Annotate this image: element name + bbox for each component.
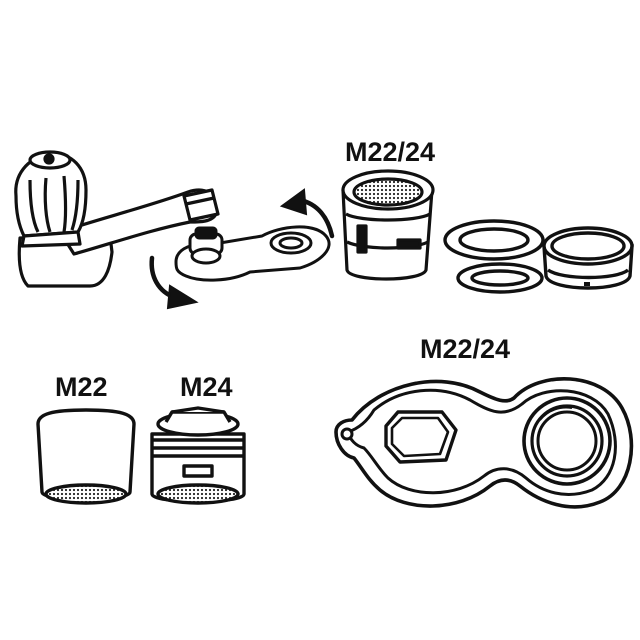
wrench-icon [336, 379, 631, 507]
rotate-arrow-icon [152, 258, 196, 308]
ring-icon [544, 228, 632, 288]
wrench-size-label: M22/24 [420, 334, 511, 364]
male-aerator-size-label: M22 [55, 372, 108, 402]
aerator-icon [38, 410, 134, 503]
rotate-arrow-icon [282, 190, 332, 236]
female-aerator-size-label: M24 [180, 372, 233, 402]
washer-icon [445, 221, 543, 259]
aerator-icon [152, 408, 244, 503]
aerator-icon [343, 171, 433, 279]
washer-icon [458, 264, 542, 292]
faucet-icon [16, 152, 218, 286]
wrench-in-use-icon [176, 227, 329, 280]
top-aerator-size-label: M22/24 [345, 137, 436, 167]
